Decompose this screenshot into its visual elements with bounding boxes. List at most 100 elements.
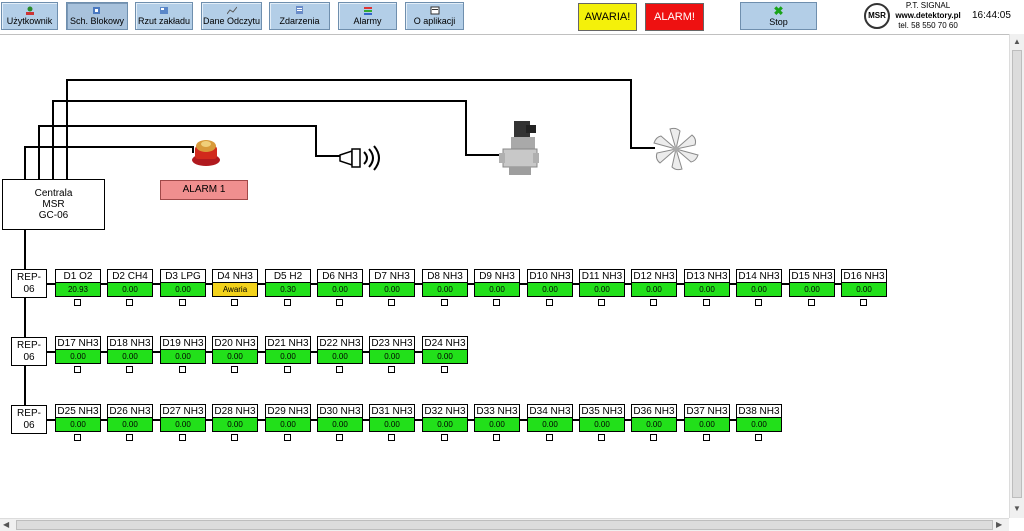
detector-checkbox[interactable]: [231, 299, 238, 306]
detector-checkbox[interactable]: [284, 434, 291, 441]
detector-checkbox[interactable]: [284, 366, 291, 373]
detector-checkbox[interactable]: [284, 299, 291, 306]
detector-checkbox[interactable]: [441, 434, 448, 441]
detector-checkbox[interactable]: [598, 434, 605, 441]
detector-checkbox[interactable]: [703, 434, 710, 441]
detector-checkbox[interactable]: [546, 299, 553, 306]
detector-checkbox[interactable]: [126, 366, 133, 373]
detector-checkbox[interactable]: [650, 299, 657, 306]
detector-checkbox[interactable]: [493, 299, 500, 306]
repeater-box[interactable]: REP-06: [11, 337, 47, 366]
detector-checkbox[interactable]: [179, 434, 186, 441]
detector-checkbox[interactable]: [493, 434, 500, 441]
repeater-box[interactable]: REP-06: [11, 405, 47, 434]
detector-checkbox[interactable]: [388, 434, 395, 441]
scroll-right-icon[interactable]: ▶: [996, 520, 1003, 529]
scroll-left-icon[interactable]: ◀: [3, 520, 10, 529]
detector-checkbox[interactable]: [336, 434, 343, 441]
vertical-scroll-thumb[interactable]: [1012, 50, 1022, 498]
detector-checkbox[interactable]: [126, 299, 133, 306]
detector-checkbox[interactable]: [179, 299, 186, 306]
detector-checkbox[interactable]: [441, 366, 448, 373]
detector-checkbox[interactable]: [126, 434, 133, 441]
central-unit-box[interactable]: Centrala MSR GC-06: [2, 179, 105, 230]
scroll-down-icon[interactable]: ▼: [1013, 504, 1021, 513]
repeater-box[interactable]: REP-06: [11, 269, 47, 298]
about-button[interactable]: O aplikacji: [405, 2, 464, 30]
detector-checkbox[interactable]: [231, 434, 238, 441]
detector-checkbox[interactable]: [336, 299, 343, 306]
block-diagram-button[interactable]: Sch. Blokowy: [66, 2, 128, 30]
vertical-scrollbar[interactable]: ▲ ▼: [1009, 34, 1024, 518]
plant-layout-button[interactable]: Rzut zakładu: [135, 2, 193, 30]
alarms-button[interactable]: Alarmy: [338, 2, 397, 30]
detector-checkbox[interactable]: [74, 299, 81, 306]
alarm-button[interactable]: ALARM!: [645, 3, 704, 31]
detector-value: 0.00: [474, 418, 520, 432]
detector-checkbox[interactable]: [755, 434, 762, 441]
horizontal-scrollbar[interactable]: ◀ ▶: [0, 518, 1009, 531]
detector-checkbox[interactable]: [74, 434, 81, 441]
stop-button[interactable]: ✖ Stop: [740, 2, 817, 30]
detector-checkbox[interactable]: [755, 299, 762, 306]
detector-checkbox[interactable]: [598, 299, 605, 306]
detector-checkbox[interactable]: [388, 366, 395, 373]
detector-checkbox[interactable]: [650, 434, 657, 441]
awaria-button[interactable]: AWARIA!: [578, 3, 637, 31]
user-button[interactable]: Użytkownik: [1, 2, 58, 30]
detector-checkbox[interactable]: [808, 299, 815, 306]
detector-checkbox[interactable]: [546, 434, 553, 441]
detector-checkbox[interactable]: [388, 299, 395, 306]
detector-checkbox[interactable]: [336, 366, 343, 373]
detector-checkbox[interactable]: [860, 299, 867, 306]
detector-checkbox[interactable]: [231, 366, 238, 373]
readings-button[interactable]: Dane Odczytu: [201, 2, 262, 30]
detector-checkbox[interactable]: [703, 299, 710, 306]
horizontal-scroll-thumb[interactable]: [16, 520, 993, 530]
detector-checkbox[interactable]: [441, 299, 448, 306]
scroll-up-icon[interactable]: ▲: [1013, 37, 1021, 46]
detector-checkbox[interactable]: [74, 366, 81, 373]
alarm-1-indicator[interactable]: ALARM 1: [160, 180, 248, 200]
detector-checkbox[interactable]: [179, 366, 186, 373]
events-button[interactable]: Zdarzenia: [269, 2, 330, 30]
